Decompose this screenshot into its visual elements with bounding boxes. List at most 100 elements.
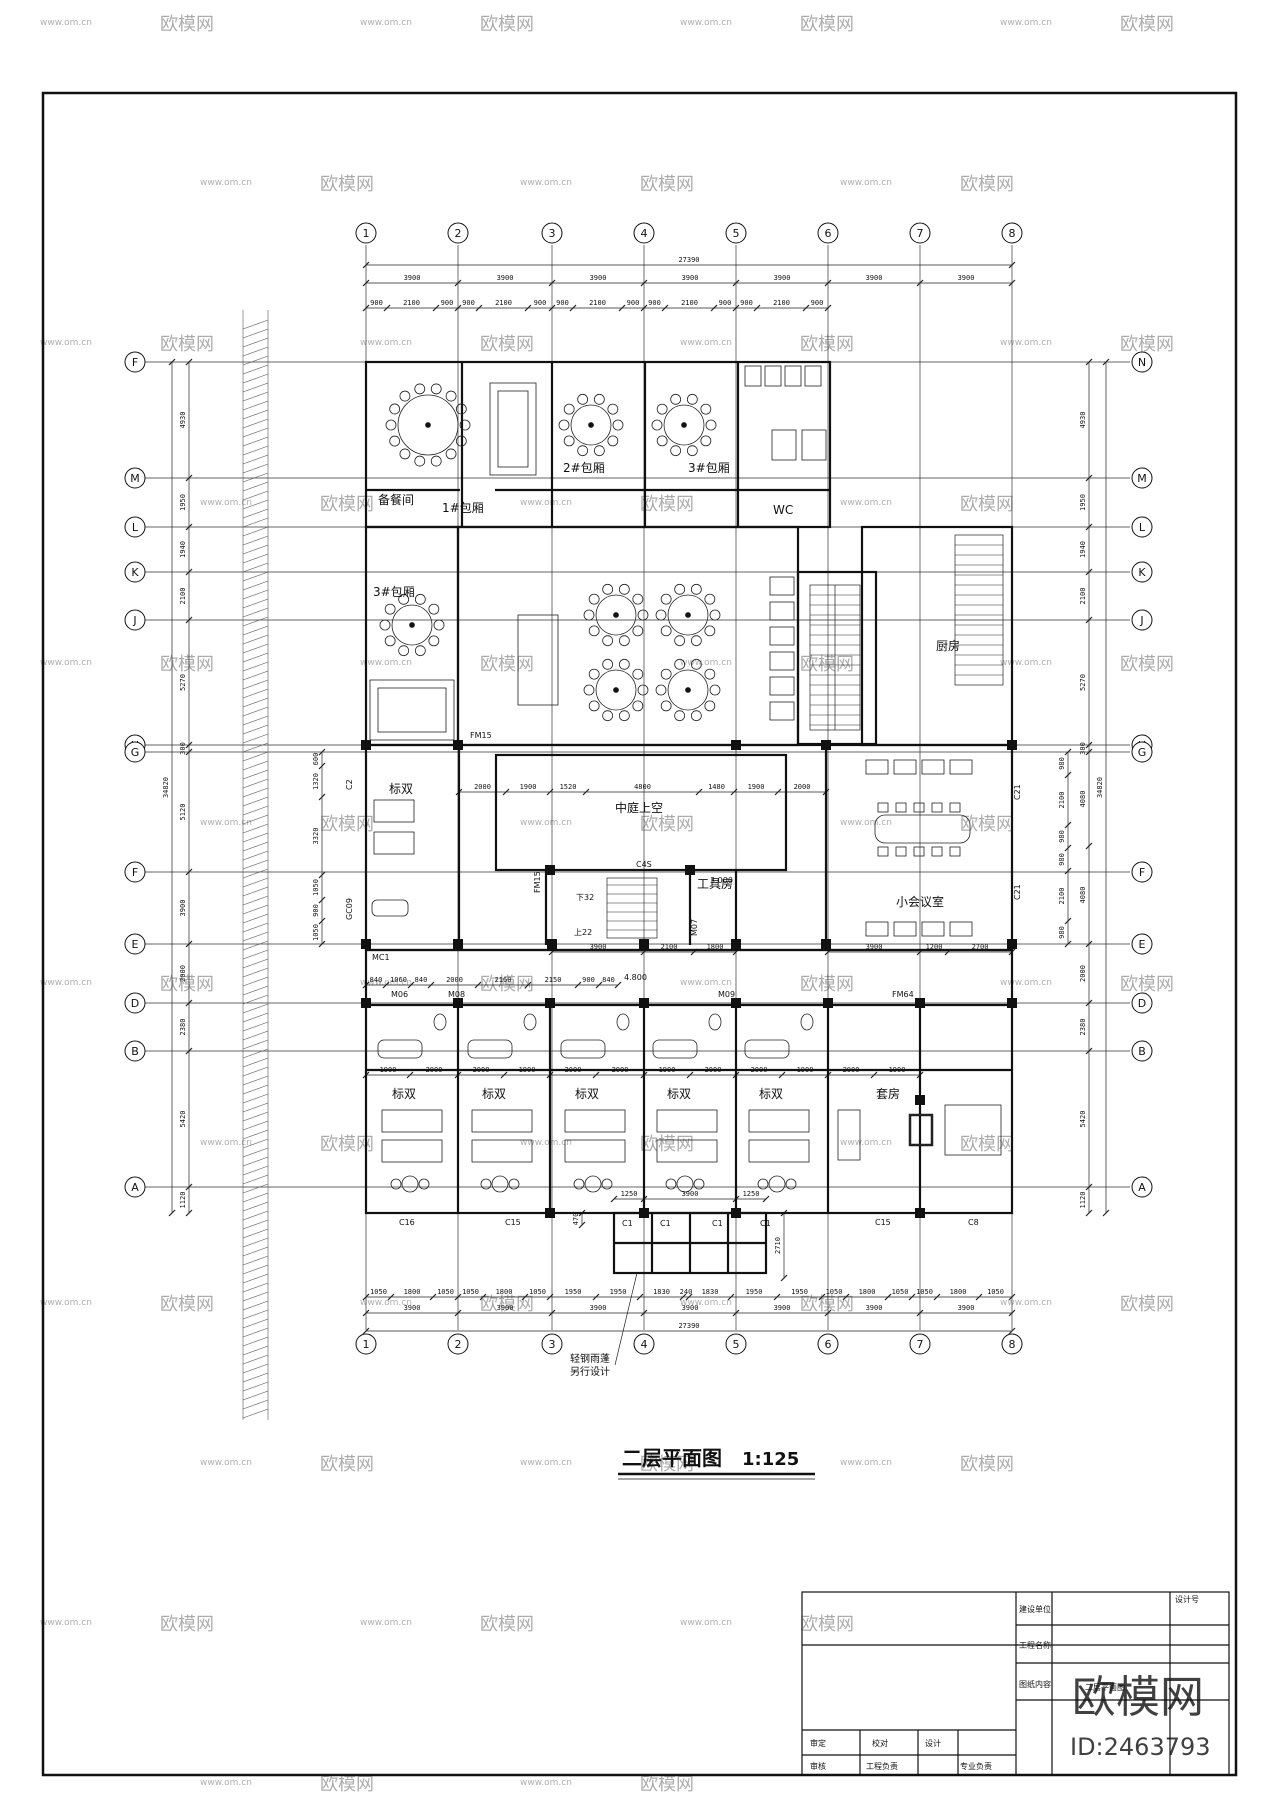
dim-right-chain-label-1: 1950 [1079, 494, 1087, 511]
dim-left-chain-label-11: 1120 [179, 1192, 187, 1209]
dim-top-bays-tick-3 [640, 279, 648, 287]
hatch-365 [242, 364, 269, 375]
hall-table-2-center [685, 612, 691, 618]
vip3a-round-table-center [681, 422, 687, 428]
stair-treads [607, 544, 1003, 931]
column-15 [639, 998, 649, 1008]
hatch-1175 [242, 1174, 269, 1185]
vip1-round-table-chair-6 [389, 435, 401, 447]
grid-row-left-10-label: B [131, 1045, 139, 1058]
hatch-590 [242, 589, 269, 600]
dim-entrance-tick-0 [610, 1195, 618, 1203]
dim-right-chain-label-5: 300 [1079, 742, 1087, 755]
dim-bottom-bays-label-0: 3900 [404, 1304, 421, 1312]
dim-top-details-tick-1 [383, 304, 391, 312]
grid-col-top-6-label: 6 [825, 227, 832, 240]
vip3a-round-table-chair-7 [670, 393, 682, 405]
dim-top-bays-tick-2 [548, 279, 556, 287]
column-21 [685, 865, 695, 875]
tb-check: 校对 [872, 1738, 888, 1748]
vip1-round-table-chair-10 [414, 383, 426, 395]
hall-table-1-chair-3 [602, 635, 614, 647]
dim-left-chain-label-8: 2000 [179, 965, 187, 982]
meeting-chair-top-2 [913, 802, 925, 813]
dim-corridor-label-3: 2000 [446, 976, 463, 984]
hatch-338 [242, 337, 269, 348]
hatch-1364 [242, 1363, 269, 1374]
hall-table-2-chair-5 [655, 609, 667, 621]
grid-row-left-3-label: K [131, 566, 139, 579]
window-label-2: C15 [875, 1218, 891, 1227]
hatch-1382 [242, 1381, 269, 1392]
title-block-text: 建设单位 工程名称 图纸内容 审定 审核 校对 工程负责 设计 专业负责 二层平… [810, 1594, 1199, 1771]
dim-top-details-label-8: 900 [627, 299, 640, 307]
dim-right-chain-tick-7 [1085, 842, 1093, 850]
label-stair-up: 上22 [574, 928, 592, 937]
tb-approve: 审定 [810, 1738, 826, 1748]
hall-table-2-table [667, 594, 709, 636]
dim-right-chain-tick-1 [1085, 474, 1093, 482]
wc-stall-2 [784, 365, 802, 387]
dim-atrium-tick-6 [774, 788, 782, 796]
dim-bottom-details-label-16: 1050 [916, 1288, 933, 1296]
dim-bottom-details-tick-16 [908, 1293, 916, 1301]
twin-bed-a-4 [748, 1109, 810, 1133]
grid-col-bottom-7-label: 7 [917, 1338, 924, 1351]
grid-row-right-1-label: M [1137, 472, 1147, 485]
column-9 [731, 939, 741, 949]
vip3a-round-table-chair-2 [686, 445, 698, 457]
vip3a-round-table-chair-3 [670, 445, 682, 457]
annotations: FM15 C4S C21 C21 C2 GC09 上22 下32 4.800 3… [345, 731, 1022, 999]
vip1-round-table-chair-1 [455, 435, 467, 447]
bathtub-4 [744, 1039, 790, 1059]
dim-corridor-tick-6 [574, 981, 582, 989]
dim-top-details-label-10: 2100 [681, 299, 698, 307]
dim-right-inner-tick-2 [1064, 821, 1072, 829]
dim-top-details-tick-13 [753, 304, 761, 312]
dim-bottom-bays-tick-1 [454, 1309, 462, 1317]
dim-bottom-details-label-4: 1800 [496, 1288, 513, 1296]
dim-left-inner-tick-1 [318, 762, 326, 770]
dim-left-total-tick-0 [168, 358, 176, 366]
dim-bottom-details-tick-4 [479, 1293, 487, 1301]
grid-col-bottom-5-circle [725, 1333, 747, 1355]
vip2-round-table-chair-8 [593, 393, 605, 405]
room-meeting: 小会议室 [896, 894, 944, 909]
dim-top-details-tick-4 [475, 304, 483, 312]
wc-cubicle-1 [801, 429, 827, 461]
dim-right-chain-tick-5 [1085, 741, 1093, 749]
meeting-sofa-top-0 [865, 759, 889, 775]
vip3b-round-table-chair-3 [398, 645, 410, 657]
hatch-1238 [242, 1237, 269, 1248]
label-m08: M08 [448, 990, 465, 999]
vip3b-round-table-chair-2 [414, 645, 426, 657]
hall-table-1-chair-1 [632, 625, 644, 637]
window-label-5: C1 [660, 1219, 671, 1228]
hatch-500 [242, 499, 269, 510]
dim-top-details-tick-6 [548, 304, 556, 312]
dim-top-details-label-6: 900 [556, 299, 569, 307]
grid-col-top-8-label: 8 [1009, 227, 1016, 240]
hall-table-4-chair-9 [704, 668, 716, 680]
grid-col-top-2-label: 2 [455, 227, 462, 240]
twin-table-3 [676, 1175, 694, 1193]
twin-labels: 标双标双标双标双标双 [392, 1087, 783, 1101]
dim-top-details-tick-3 [454, 304, 462, 312]
dim-top-bays-tick-5 [824, 279, 832, 287]
room-suite: 套房 [876, 1086, 900, 1101]
watermark-brand-29: 欧模网 [480, 1294, 534, 1315]
hatch-320 [242, 319, 269, 330]
window-label-3: C8 [968, 1218, 979, 1227]
hall-table-4-chair-2 [690, 710, 702, 722]
grid-row-right-11-circle [1131, 1176, 1153, 1198]
grid-col-bottom-6-circle [817, 1333, 839, 1355]
hall-table-3-table [595, 669, 637, 711]
dim-bottom-details-label-5: 1050 [529, 1288, 546, 1296]
grid-col-top-7-circle [909, 222, 931, 244]
left-twin-bed-0 [373, 799, 415, 823]
watermark-brand-36: 欧模网 [480, 1614, 534, 1635]
dim-left-chain-label-6: 5120 [179, 804, 187, 821]
tb-content: 图纸内容 [1019, 1679, 1051, 1689]
twin-chair-a-1 [480, 1178, 492, 1190]
